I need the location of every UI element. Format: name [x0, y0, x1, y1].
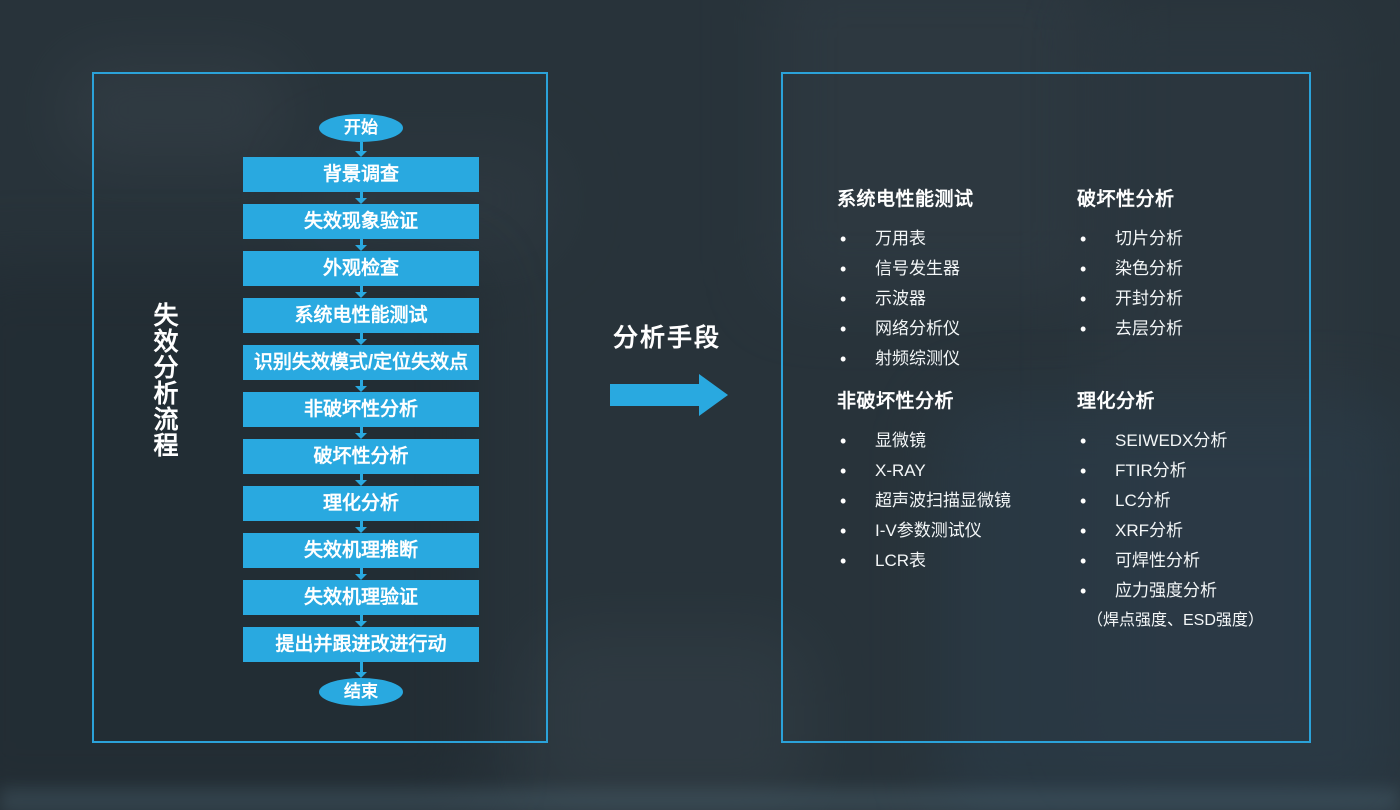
- list-item: SEIWEDX分析: [1077, 426, 1322, 456]
- flowchart-vertical-title: 失效分析流程: [150, 302, 178, 458]
- arrow-down-icon: [354, 286, 368, 298]
- flowchart-panel: [92, 72, 548, 743]
- list-item: XRF分析: [1077, 516, 1322, 546]
- flow-step-non-destructive-analysis: 非破坏性分析: [243, 392, 479, 427]
- list-item: 开封分析: [1077, 284, 1322, 314]
- list-item: 显微镜: [837, 426, 1082, 456]
- list-item: 超声波扫描显微镜: [837, 486, 1082, 516]
- arrow-down-icon: [354, 615, 368, 627]
- flow-step-background-survey: 背景调查: [243, 157, 479, 192]
- section-title: 破坏性分析: [1077, 189, 1175, 210]
- arrow-down-icon: [354, 427, 368, 439]
- section-item-list: 切片分析 染色分析 开封分析 去层分析: [1077, 224, 1322, 344]
- list-item: 可焊性分析: [1077, 546, 1322, 576]
- arrow-right-icon: [610, 374, 728, 416]
- section-non-destructive-analysis: 非破坏性分析 显微镜 X-RAY 超声波扫描显微镜 I-V参数测试仪 LCR表: [837, 390, 1082, 576]
- arrow-down-icon: [354, 380, 368, 392]
- arrow-down-icon: [354, 662, 368, 678]
- list-item: 染色分析: [1077, 254, 1322, 284]
- list-item: FTIR分析: [1077, 456, 1322, 486]
- section-title: 非破坏性分析: [837, 391, 955, 412]
- arrow-down-icon: [354, 192, 368, 204]
- arrow-down-icon: [354, 568, 368, 580]
- flow-step-failure-phenomenon-verification: 失效现象验证: [243, 204, 479, 239]
- flow-step-destructive-analysis: 破坏性分析: [243, 439, 479, 474]
- flow-step-identify-failure-mode: 识别失效模式/定位失效点: [243, 345, 479, 380]
- section-title: 理化分析: [1077, 391, 1156, 412]
- section-item-list: 万用表 信号发生器 示波器 网络分析仪 射频综测仪: [837, 224, 1082, 374]
- section-system-electrical-test: 系统电性能测试 万用表 信号发生器 示波器 网络分析仪 射频综测仪: [837, 188, 1082, 374]
- list-item: I-V参数测试仪: [837, 516, 1082, 546]
- flow-step-visual-inspection: 外观检查: [243, 251, 479, 286]
- flow-end-node: 结束: [319, 678, 403, 706]
- list-item: 去层分析: [1077, 314, 1322, 344]
- list-item: 射频综测仪: [837, 344, 1082, 374]
- flow-start-node: 开始: [319, 114, 403, 142]
- flow-step-physicochemical-analysis: 理化分析: [243, 486, 479, 521]
- list-item: 应力强度分析: [1077, 576, 1322, 606]
- flow-step-propose-improvement-actions: 提出并跟进改进行动: [243, 627, 479, 662]
- analysis-methods-label: 分析手段: [613, 324, 722, 352]
- list-item: LC分析: [1077, 486, 1322, 516]
- section-title: 系统电性能测试: [837, 189, 974, 210]
- list-item: 示波器: [837, 284, 1082, 314]
- flowchart: 开始 背景调查 失效现象验证 外观检查 系统电性能测试 识别失效模式/定位失效点…: [243, 114, 479, 706]
- arrow-down-icon: [354, 474, 368, 486]
- arrow-down-icon: [354, 333, 368, 345]
- list-item: 万用表: [837, 224, 1082, 254]
- section-physicochemical-analysis: 理化分析 SEIWEDX分析 FTIR分析 LC分析 XRF分析 可焊性分析 应…: [1077, 390, 1322, 635]
- arrow-shaft: [610, 384, 699, 406]
- background-blob: [530, 630, 810, 810]
- section-item-list: 显微镜 X-RAY 超声波扫描显微镜 I-V参数测试仪 LCR表: [837, 426, 1082, 576]
- flow-step-failure-mechanism-verification: 失效机理验证: [243, 580, 479, 615]
- list-item: LCR表: [837, 546, 1082, 576]
- background-bottom-strip: [0, 788, 1400, 810]
- section-item-list: SEIWEDX分析 FTIR分析 LC分析 XRF分析 可焊性分析 应力强度分析: [1077, 426, 1322, 606]
- arrow-down-icon: [354, 239, 368, 251]
- list-item: 网络分析仪: [837, 314, 1082, 344]
- list-item: X-RAY: [837, 456, 1082, 486]
- flow-step-system-electrical-test: 系统电性能测试: [243, 298, 479, 333]
- list-item: 信号发生器: [837, 254, 1082, 284]
- flow-step-failure-mechanism-inference: 失效机理推断: [243, 533, 479, 568]
- section-note: （焊点强度、ESD强度）: [1087, 612, 1264, 629]
- section-destructive-analysis: 破坏性分析 切片分析 染色分析 开封分析 去层分析: [1077, 188, 1322, 344]
- analysis-methods-panel: [781, 72, 1311, 743]
- arrow-down-icon: [354, 521, 368, 533]
- arrow-head: [699, 374, 728, 416]
- list-item: 切片分析: [1077, 224, 1322, 254]
- arrow-down-icon: [354, 142, 368, 157]
